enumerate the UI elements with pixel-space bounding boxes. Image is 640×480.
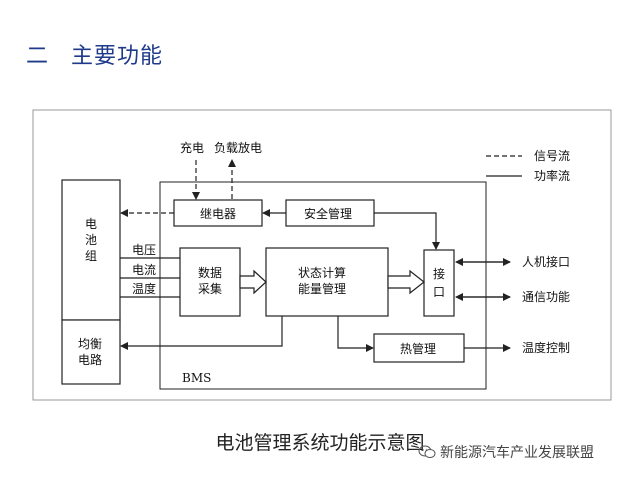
battery-pack-label-2: 池 <box>85 233 97 247</box>
balance-circuit-block <box>61 319 121 385</box>
discharge-label: 负载放电 <box>214 140 262 155</box>
legend-power-label: 功率流 <box>534 168 570 183</box>
calc-to-balance-arrow <box>120 316 283 350</box>
battery-pack-label-3: 组 <box>85 249 97 263</box>
interface-label-1: 接 <box>433 266 445 281</box>
battery-pack-label-1: 电 <box>85 217 97 231</box>
state-calc-label-2: 能量管理 <box>298 281 346 296</box>
section-number: 二 <box>26 44 50 69</box>
thermal-management-label: 热管理 <box>400 341 436 356</box>
safety-to-interface-arrow <box>374 212 440 250</box>
battery-pack-block <box>61 179 121 321</box>
balance-circuit-label-1: 均衡 <box>78 337 102 351</box>
watermark: 新能源汽车产业发展联盟 <box>418 442 594 462</box>
interface-block <box>423 249 455 317</box>
interface-label-2: 口 <box>433 285 445 299</box>
data-acquisition-block <box>179 247 241 317</box>
wechat-icon <box>418 445 436 458</box>
acq-to-calc-arrow <box>239 269 267 295</box>
data-acquisition-label-2: 采集 <box>198 281 222 296</box>
balance-circuit-label-2: 电路 <box>78 352 102 367</box>
section-title: 主要功能 <box>71 44 164 69</box>
bms-boundary <box>159 181 487 390</box>
temp-control-label: 温度控制 <box>522 340 570 355</box>
temperature-signal-label: 温度 <box>132 281 156 296</box>
legend-signal-label: 信号流 <box>534 149 570 163</box>
voltage-signal-label: 电压 <box>132 243 156 257</box>
thermal-management-block <box>373 333 465 363</box>
calc-to-interface-arrow <box>387 269 425 295</box>
state-calc-label-1: 状态计算 <box>298 265 346 280</box>
diagram-caption: 电池管理系统功能示意图 <box>215 432 425 454</box>
data-acquisition-label-1: 数据 <box>198 265 222 280</box>
hmi-label: 人机接口 <box>522 254 570 269</box>
safety-management-label: 安全管理 <box>304 206 352 221</box>
bms-label: BMS <box>182 371 211 385</box>
comm-label: 通信功能 <box>522 290 570 304</box>
watermark-text: 新能源汽车产业发展联盟 <box>440 445 594 461</box>
current-signal-label: 电流 <box>132 263 156 277</box>
page-title: 二主要功能 <box>26 38 163 70</box>
diagram-frame <box>32 109 612 401</box>
charge-label: 充电 <box>180 140 204 155</box>
relay-label: 继电器 <box>200 207 236 221</box>
calc-to-thermal-arrow <box>337 316 374 352</box>
